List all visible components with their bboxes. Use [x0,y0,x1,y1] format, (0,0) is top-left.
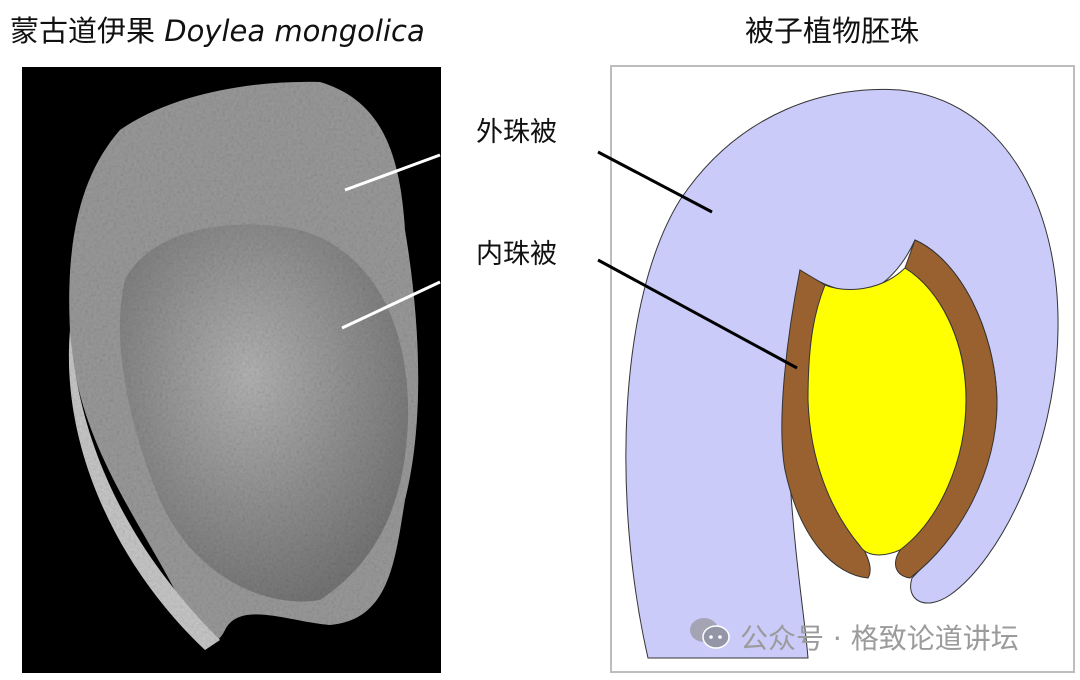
fossil-title: 蒙古道伊果 Doylea mongolica [10,8,425,50]
pointer-outer [344,153,441,192]
fossil-name-latin: Doylea mongolica [164,14,425,48]
ovule-title: 被子植物胚珠 [745,14,920,48]
pointer-inner-integument [597,258,798,370]
pointer-outer-integument [597,150,713,214]
watermark: 公众号 · 格致论道讲坛 [688,615,1019,658]
label-outer-integument: 外珠被 [476,117,557,148]
watermark-text: 公众号 · 格致论道讲坛 [740,621,1019,655]
pointer-inner [341,280,441,330]
label-inner-integument: 内珠被 [476,239,557,270]
wechat-icon [688,615,732,658]
nucellus [807,267,967,556]
fossil-name-cn: 蒙古道伊果 [10,14,156,48]
fossil-specimen [68,81,419,650]
